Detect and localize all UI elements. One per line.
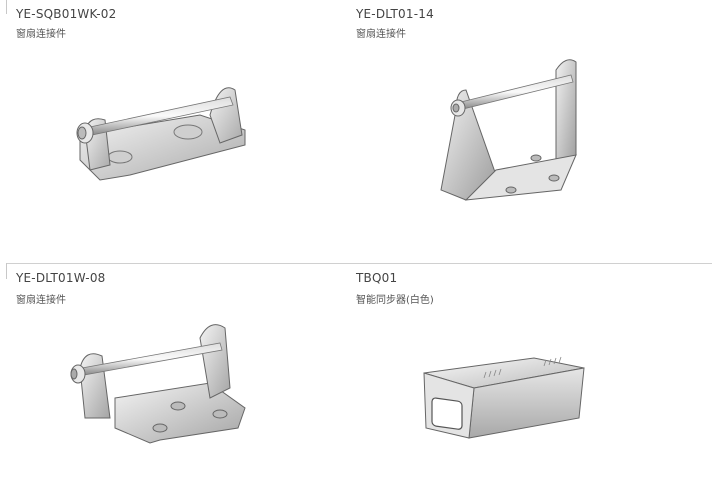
product-card-1[interactable]: YE-SQB01WK-02 窗扇连接件	[0, 0, 356, 263]
hinge-bracket-wide-plate-icon	[70, 324, 246, 444]
product-code: YE-SQB01WK-02	[16, 7, 117, 21]
hinge-bracket-short-icon	[76, 87, 246, 181]
divider-middle-horizontal	[6, 263, 712, 264]
divider-mid-left-vertical	[6, 263, 7, 279]
hinge-bracket-tall-icon	[440, 59, 577, 201]
product-name: 智能同步器(白色)	[356, 295, 434, 306]
product-card-3[interactable]: YE-DLT01W-08 窗扇连接件	[0, 263, 356, 498]
product-name: 窗扇连接件	[16, 29, 66, 40]
product-code: YE-DLT01-14	[356, 7, 434, 21]
product-card-2[interactable]: YE-DLT01-14 窗扇连接件	[356, 0, 712, 263]
product-code: YE-DLT01W-08	[16, 271, 106, 285]
divider-top-left-vertical	[6, 0, 7, 14]
product-card-4[interactable]: TBQ01 智能同步器(白色)	[356, 263, 712, 498]
synchronizer-box-icon	[423, 356, 585, 439]
product-name: 窗扇连接件	[16, 295, 66, 306]
product-code: TBQ01	[356, 271, 398, 285]
product-name: 窗扇连接件	[356, 29, 406, 40]
